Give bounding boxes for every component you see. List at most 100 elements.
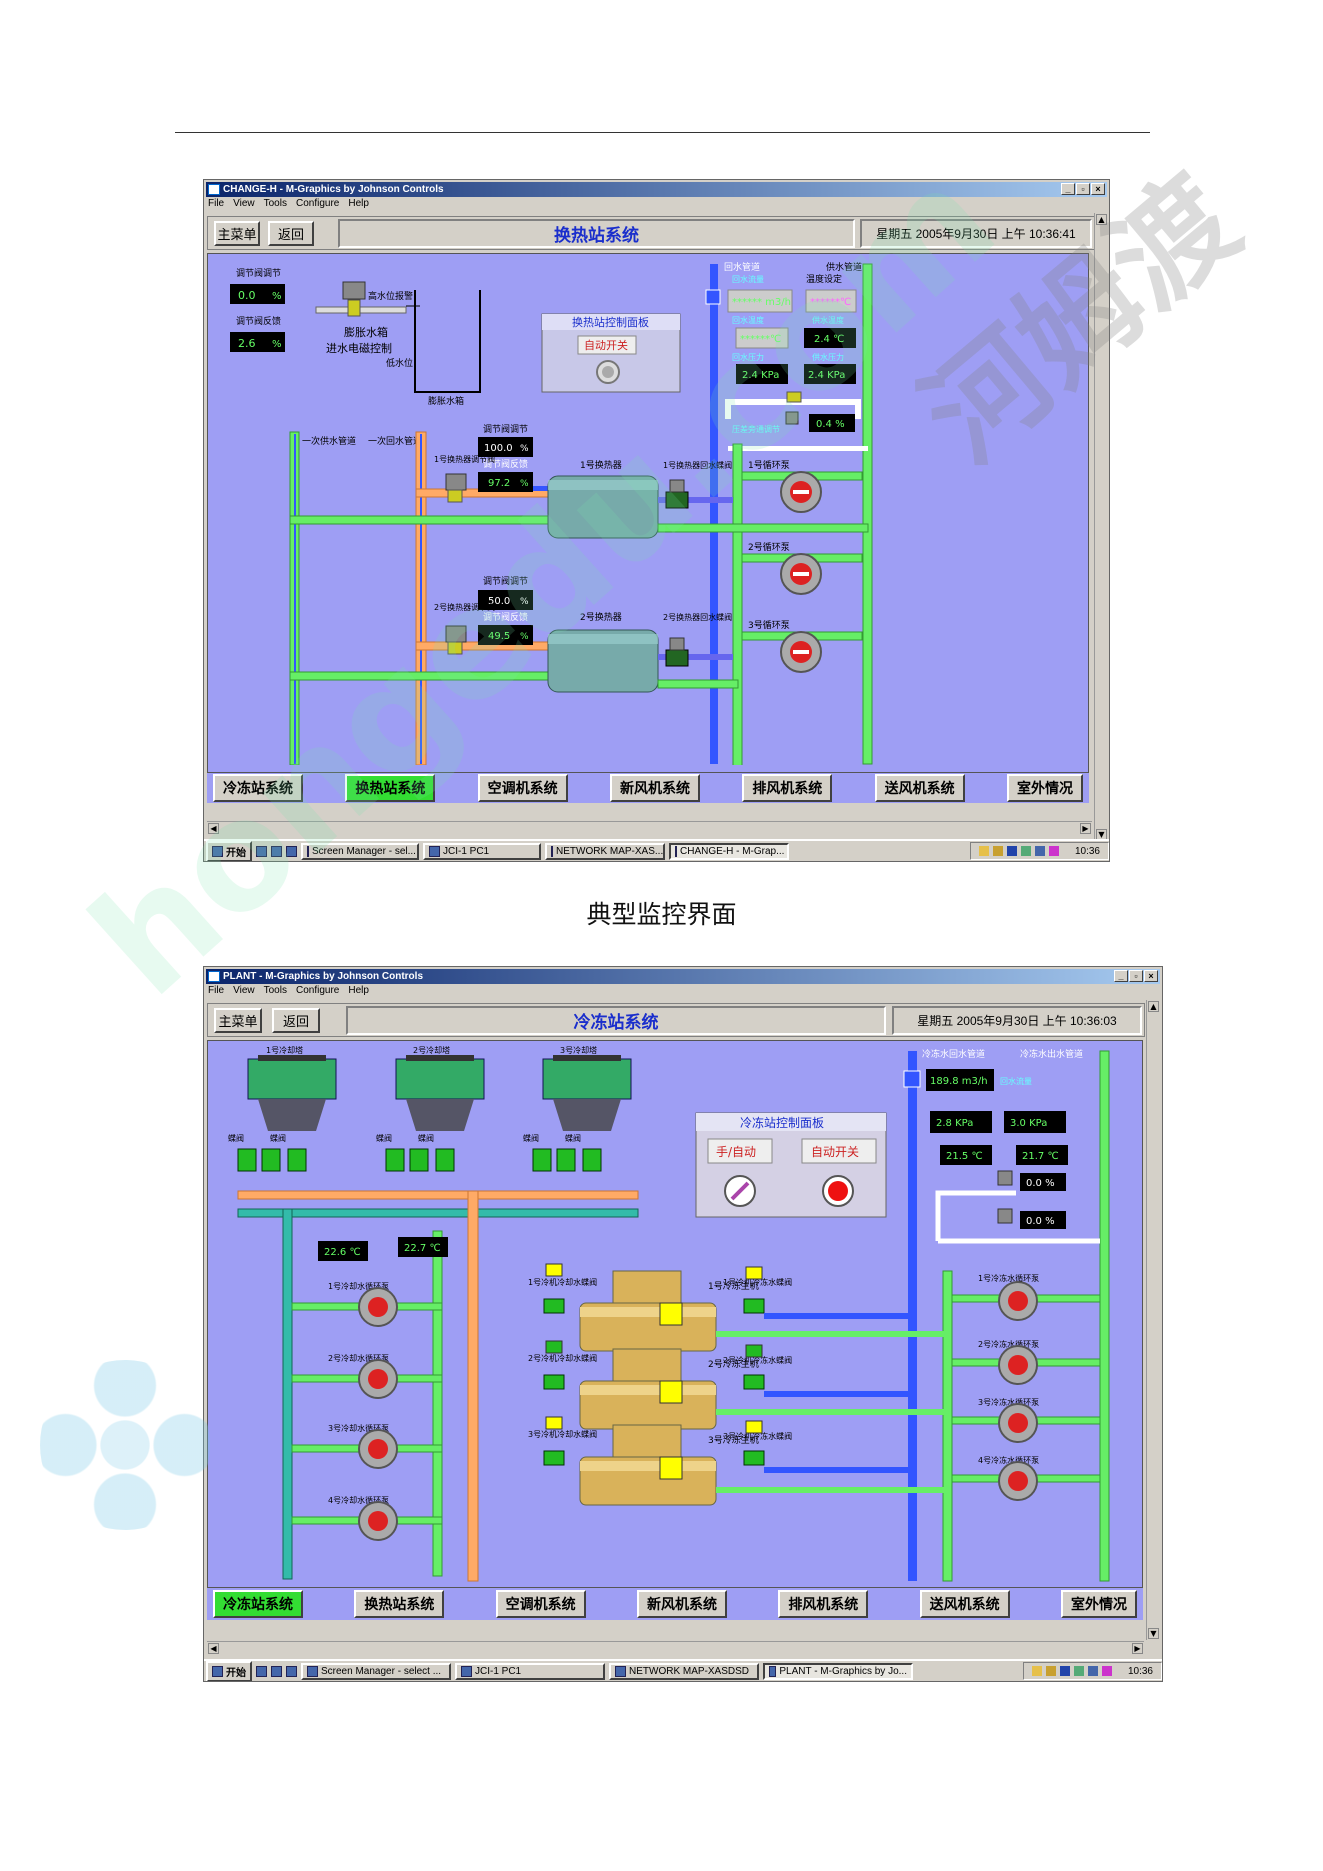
task-screen-manager[interactable]: Screen Manager - select ... bbox=[301, 1662, 451, 1680]
back-button[interactable]: 返回 bbox=[268, 221, 314, 246]
tray-pen-icon[interactable] bbox=[1045, 1666, 1056, 1676]
ie-icon[interactable] bbox=[256, 1665, 267, 1677]
outlook-icon[interactable] bbox=[271, 1665, 282, 1677]
nav-chiller[interactable]: 冷冻站系统 bbox=[213, 774, 303, 802]
cv-1-valve-icon[interactable] bbox=[543, 1298, 565, 1314]
vertical-scrollbar[interactable]: ▲▼ bbox=[1146, 1000, 1160, 1640]
tower-valve-icon[interactable] bbox=[287, 1148, 307, 1172]
menu-configure[interactable]: Configure bbox=[295, 198, 340, 209]
menu-configure[interactable]: Configure bbox=[295, 985, 340, 996]
title-bar[interactable]: CHANGE-H - M-Graphics by Johnson Control… bbox=[206, 182, 1107, 197]
task-jci[interactable]: JCI-1 PC1 bbox=[423, 842, 541, 860]
minimize-icon[interactable]: _ bbox=[1114, 970, 1128, 982]
menu-view[interactable]: View bbox=[233, 985, 255, 996]
desktop-icon[interactable] bbox=[286, 1665, 297, 1677]
tray-arrow-icon[interactable] bbox=[1101, 1666, 1112, 1676]
tray-keyboard-icon[interactable] bbox=[1020, 846, 1031, 856]
tower-2-label: 2号冷却塔 bbox=[413, 1045, 450, 1055]
restore-icon[interactable]: ▫ bbox=[1129, 970, 1143, 982]
hx2-control-valve-icon[interactable] bbox=[447, 641, 463, 655]
nav-heat-exchange[interactable]: 换热站系统 bbox=[354, 1590, 445, 1618]
ev-2-valve-icon[interactable] bbox=[743, 1374, 765, 1390]
back-button[interactable]: 返回 bbox=[272, 1008, 320, 1033]
tray-pen-icon[interactable] bbox=[992, 846, 1003, 856]
lcd-temp-set[interactable] bbox=[805, 289, 857, 313]
nav-chiller[interactable]: 冷冻站系统 bbox=[213, 1590, 303, 1618]
close-icon[interactable]: × bbox=[1144, 970, 1158, 982]
nav-exhaust[interactable]: 排风机系统 bbox=[778, 1590, 869, 1618]
task-jci[interactable]: JCI-1 PC1 bbox=[455, 1662, 605, 1680]
desktop-icon[interactable] bbox=[286, 845, 297, 857]
tray-app-icon[interactable] bbox=[1087, 1666, 1098, 1676]
restore-icon[interactable]: ▫ bbox=[1076, 183, 1090, 195]
outlook-icon[interactable] bbox=[271, 845, 282, 857]
task-plant[interactable]: PLANT - M-Graphics by Jo... bbox=[763, 1662, 913, 1680]
start-button[interactable]: 开始 bbox=[206, 840, 252, 861]
hx1-return-valve-icon[interactable] bbox=[665, 491, 689, 509]
nav-supply-fan[interactable]: 送风机系统 bbox=[874, 774, 965, 802]
nav-outdoor[interactable]: 室外情况 bbox=[1060, 1590, 1137, 1618]
chw-out-2 bbox=[716, 1409, 944, 1415]
tray-lang-icon[interactable] bbox=[1006, 846, 1017, 856]
main-menu-button[interactable]: 主菜单 bbox=[214, 221, 260, 246]
menu-view[interactable]: View bbox=[233, 198, 255, 209]
auto-switch-button[interactable] bbox=[801, 1138, 877, 1164]
nav-fresh-air[interactable]: 新风机系统 bbox=[609, 774, 700, 802]
minimize-icon[interactable]: _ bbox=[1061, 183, 1075, 195]
manual-auto-button[interactable] bbox=[707, 1138, 773, 1164]
tower-valve-icon[interactable] bbox=[556, 1148, 576, 1172]
tower-valve-icon[interactable] bbox=[261, 1148, 281, 1172]
horizontal-scrollbar[interactable]: ◀▶ bbox=[207, 1641, 1144, 1655]
menu-tools[interactable]: Tools bbox=[263, 985, 287, 996]
tray-lang-icon[interactable] bbox=[1059, 1666, 1070, 1676]
main-menu-button[interactable]: 主菜单 bbox=[214, 1008, 262, 1033]
ev-3-valve-icon[interactable] bbox=[743, 1450, 765, 1466]
ev-1-actuator bbox=[745, 1266, 763, 1280]
tray-sound-icon[interactable] bbox=[978, 846, 989, 856]
ie-icon[interactable] bbox=[256, 845, 267, 857]
task-change-h[interactable]: CHANGE-H - M-Grap... bbox=[669, 842, 789, 860]
nav-heat-exchange[interactable]: 换热站系统 bbox=[345, 774, 436, 802]
tower-valve-icon[interactable] bbox=[582, 1148, 602, 1172]
close-icon[interactable]: × bbox=[1091, 183, 1105, 195]
task-network-map[interactable]: NETWORK MAP-XAS... bbox=[545, 842, 665, 860]
cv-3-valve-icon[interactable] bbox=[543, 1450, 565, 1466]
task-network-map[interactable]: NETWORK MAP-XASDSD bbox=[609, 1662, 759, 1680]
tower-valve-icon[interactable] bbox=[385, 1148, 405, 1172]
menu-file[interactable]: File bbox=[208, 985, 225, 996]
tray-sound-icon[interactable] bbox=[1031, 1666, 1042, 1676]
menu-help[interactable]: Help bbox=[348, 198, 369, 209]
task-screen-manager[interactable]: Screen Manager - sel... bbox=[301, 842, 419, 860]
tray-app-icon[interactable] bbox=[1034, 846, 1045, 856]
menu-help[interactable]: Help bbox=[348, 985, 369, 996]
cw-return-riser bbox=[467, 1190, 479, 1582]
reg-adjust-label: 调节阀调节 bbox=[236, 268, 281, 279]
tray-keyboard-icon[interactable] bbox=[1073, 1666, 1084, 1676]
nav-outdoor[interactable]: 室外情况 bbox=[1006, 774, 1083, 802]
tray-arrow-icon[interactable] bbox=[1048, 846, 1059, 856]
vertical-scrollbar[interactable]: ▲▼ bbox=[1094, 213, 1108, 841]
ev-1-valve-icon[interactable] bbox=[743, 1298, 765, 1314]
menu-tools[interactable]: Tools bbox=[263, 198, 287, 209]
nav-ahu[interactable]: 空调机系统 bbox=[477, 774, 568, 802]
tower-valve-icon[interactable] bbox=[532, 1148, 552, 1172]
nav-fresh-air[interactable]: 新风机系统 bbox=[636, 1590, 727, 1618]
cv-2-valve-icon[interactable] bbox=[543, 1374, 565, 1390]
start-button[interactable]: 开始 bbox=[206, 1660, 252, 1681]
nav-ahu[interactable]: 空调机系统 bbox=[495, 1590, 586, 1618]
nav-exhaust[interactable]: 排风机系统 bbox=[742, 774, 833, 802]
tower-valve-icon[interactable] bbox=[237, 1148, 257, 1172]
hx2-feedback-value: 49.5 bbox=[488, 631, 510, 642]
hx2-supply-pipe bbox=[289, 671, 551, 681]
hx1-control-valve-icon[interactable] bbox=[447, 489, 463, 503]
hx2-return-valve-icon[interactable] bbox=[665, 649, 689, 667]
tower-valve-icon[interactable] bbox=[435, 1148, 455, 1172]
title-bar[interactable]: PLANT - M-Graphics by Johnson Controls _… bbox=[206, 969, 1160, 984]
nav-supply-fan[interactable]: 送风机系统 bbox=[919, 1590, 1010, 1618]
tower-valve-icon[interactable] bbox=[409, 1148, 429, 1172]
pct-unit: % bbox=[520, 597, 529, 607]
horizontal-scrollbar[interactable]: ◀▶ bbox=[207, 821, 1092, 835]
auto-switch-button[interactable] bbox=[577, 335, 637, 355]
menu-file[interactable]: File bbox=[208, 198, 225, 209]
lcd-sup-temp bbox=[804, 328, 856, 348]
